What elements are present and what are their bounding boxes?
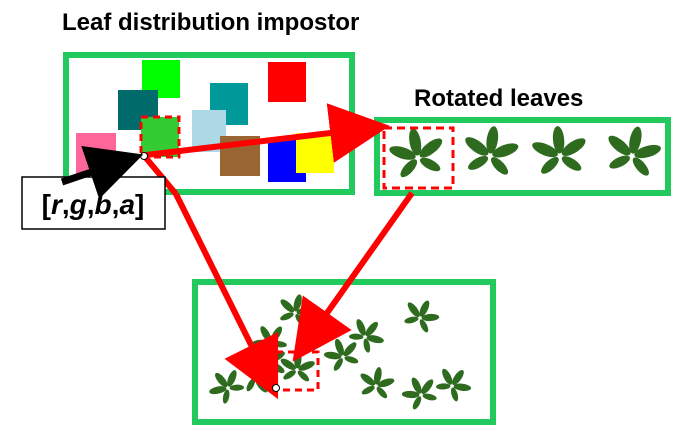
impostor-title: Leaf distribution impostor (62, 9, 359, 36)
rotated-leaves-title: Rotated leaves (414, 85, 583, 112)
rgba-label: [r,g,b,a] (42, 189, 145, 220)
pointer-arrow (60, 145, 144, 199)
arrow-to-output (173, 192, 279, 400)
swatch (268, 62, 306, 102)
impostor-swatches (76, 60, 334, 182)
output-point (272, 384, 280, 392)
arrow-to-rotated-leaves (145, 103, 390, 163)
output-highlight (274, 350, 320, 392)
rotated-leaves-frame (374, 117, 671, 196)
arrow-to-output-start (143, 156, 179, 196)
sample-point (140, 152, 148, 160)
arrow-leaf-to-output (292, 191, 415, 362)
impostor-highlight (139, 115, 181, 159)
